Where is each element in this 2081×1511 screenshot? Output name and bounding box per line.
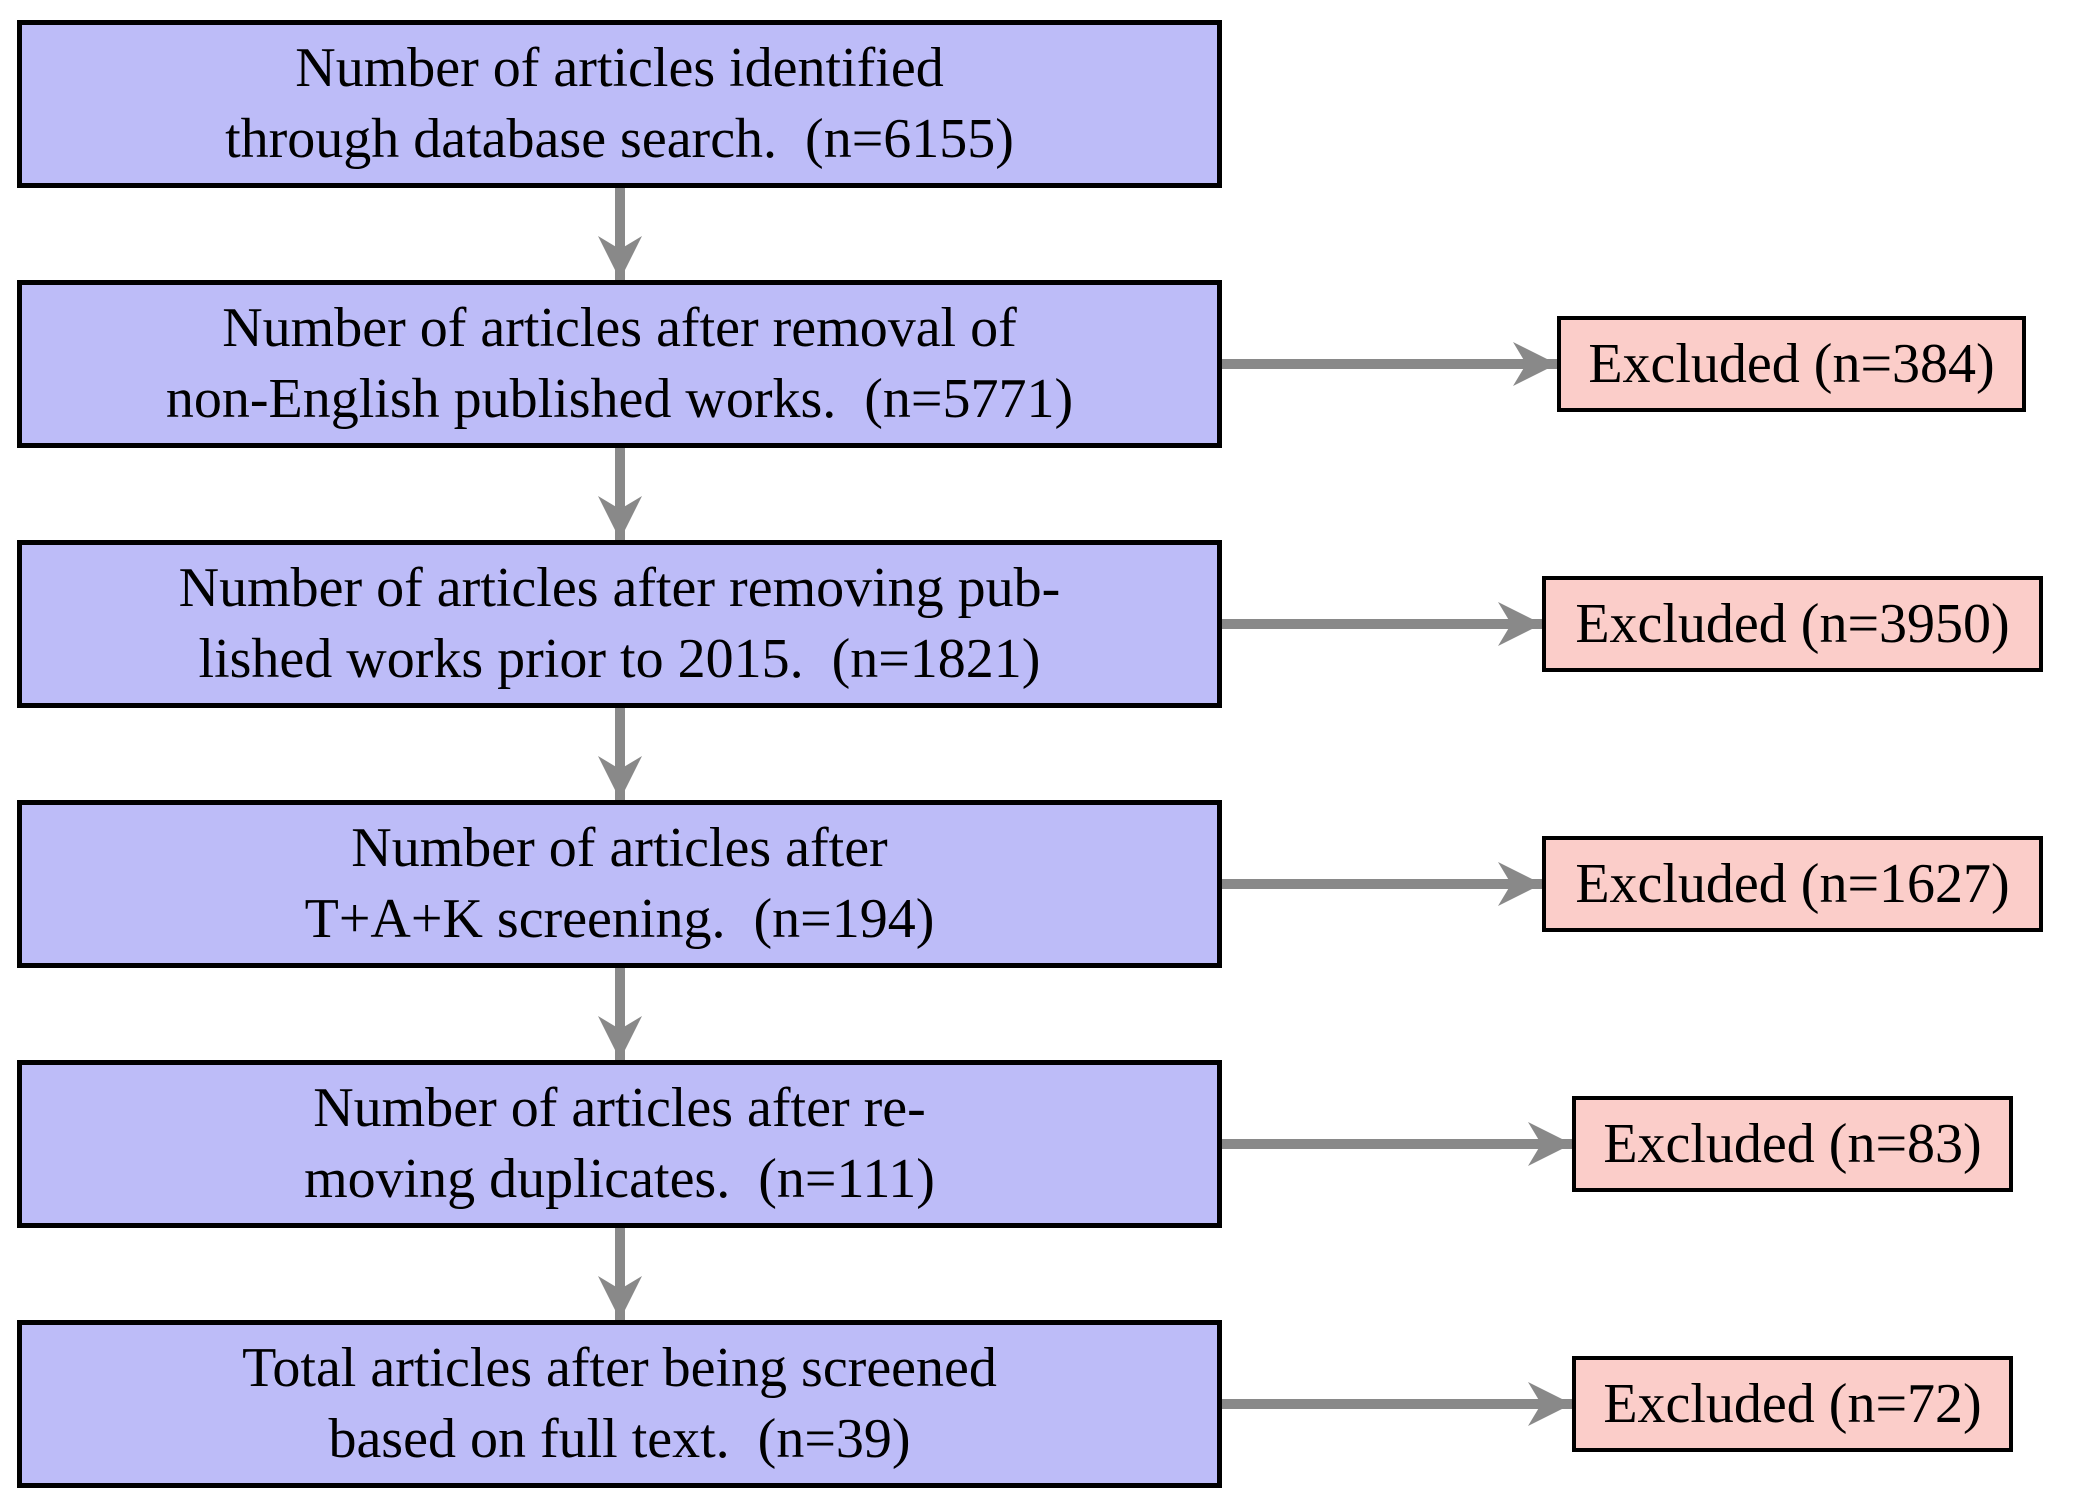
excluded-box-3: Excluded (n=1627) bbox=[1542, 836, 2043, 932]
step-text-line: Number of articles after removing pub- bbox=[178, 557, 1061, 620]
excluded-label: Excluded (n=384) bbox=[1588, 332, 1995, 395]
excluded-label: Excluded (n=83) bbox=[1603, 1112, 1982, 1175]
step-box-non-english-removed: Number of articles after removal of non-… bbox=[17, 280, 1222, 448]
step-text-line: lished works prior to 2015. (n=1821) bbox=[198, 628, 1041, 690]
step-text-line: Total articles after being screened bbox=[242, 1337, 997, 1400]
step-text-line: non-English published works. (n=5771) bbox=[165, 368, 1074, 430]
step-text-line: through database search. (n=6155) bbox=[225, 108, 1014, 170]
step-text-line: Number of articles after re- bbox=[313, 1077, 926, 1140]
excluded-box-2: Excluded (n=3950) bbox=[1542, 576, 2043, 672]
step-box-identified: Number of articles identified through da… bbox=[17, 20, 1222, 188]
step-text-line: Number of articles after removal of bbox=[222, 297, 1017, 360]
excluded-box-1: Excluded (n=384) bbox=[1557, 316, 2026, 412]
excluded-box-5: Excluded (n=72) bbox=[1572, 1356, 2013, 1452]
excluded-label: Excluded (n=72) bbox=[1603, 1372, 1982, 1435]
step-text-line: T+A+K screening. (n=194) bbox=[304, 888, 935, 950]
excluded-label: Excluded (n=1627) bbox=[1575, 852, 2010, 915]
excluded-box-4: Excluded (n=83) bbox=[1572, 1096, 2013, 1192]
step-box-pre-2015-removed: Number of articles after removing pub- l… bbox=[17, 540, 1222, 708]
step-text-line: Number of articles identified bbox=[295, 37, 944, 100]
step-box-duplicates-removed: Number of articles after re- moving dupl… bbox=[17, 1060, 1222, 1228]
step-text-line: moving duplicates. (n=111) bbox=[304, 1148, 935, 1210]
step-text-line: based on full text. (n=39) bbox=[328, 1408, 911, 1470]
step-box-full-text-screened: Total articles after being screened base… bbox=[17, 1320, 1222, 1488]
step-text-line: Number of articles after bbox=[351, 817, 888, 880]
step-box-tak-screening: Number of articles after T+A+K screening… bbox=[17, 800, 1222, 968]
excluded-label: Excluded (n=3950) bbox=[1575, 592, 2010, 655]
